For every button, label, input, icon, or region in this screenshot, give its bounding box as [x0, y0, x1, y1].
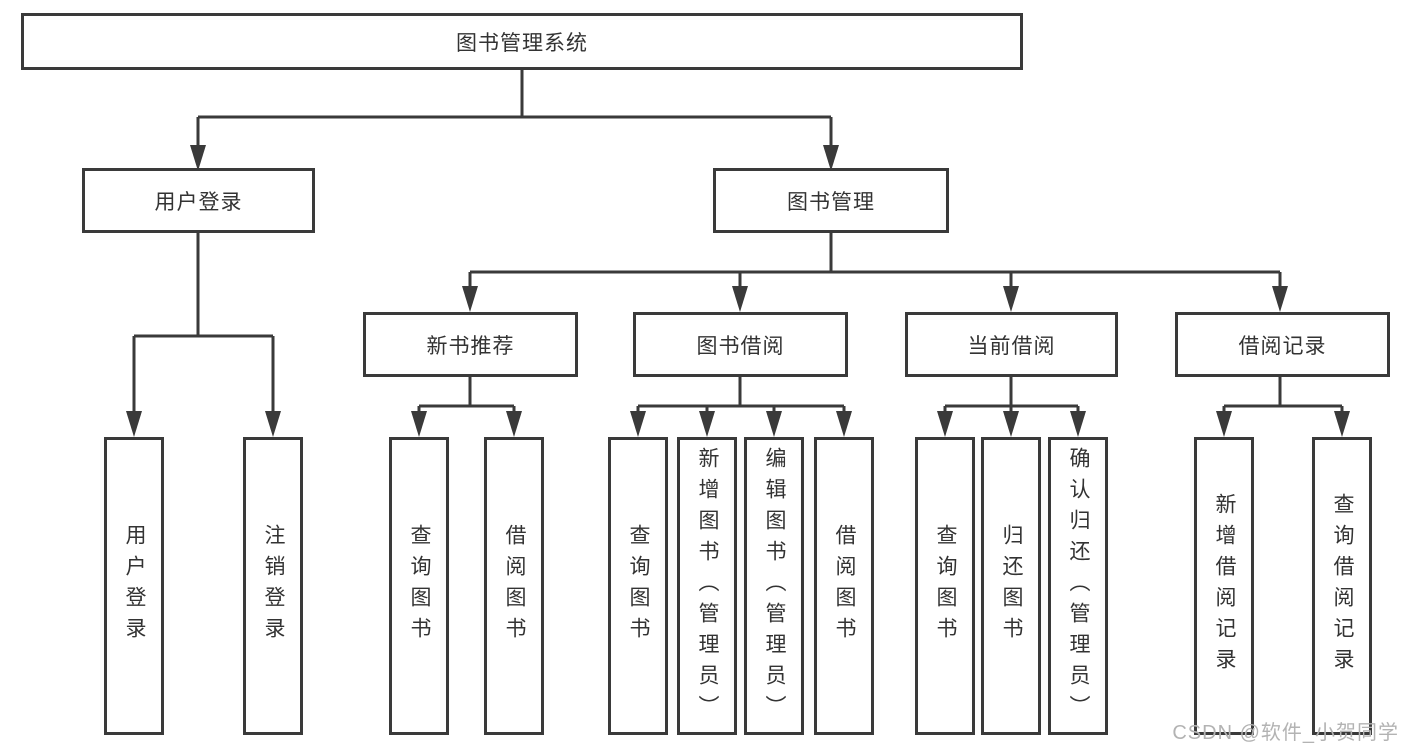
node-label: 查询借阅记录: [1331, 493, 1354, 679]
node-new-book-recommendation: 新书推荐: [363, 312, 578, 377]
node-borrow-books: 借阅图书: [484, 437, 544, 735]
node-query-books-2: 查询图书: [608, 437, 668, 735]
node-label: 查询图书: [408, 524, 431, 648]
node-return-books: 归还图书: [981, 437, 1041, 735]
node-book-borrowing: 图书借阅: [633, 312, 848, 377]
node-query-borrow-record: 查询借阅记录: [1312, 437, 1372, 735]
node-label: 归还图书: [1000, 524, 1023, 648]
node-label: 借阅图书: [833, 524, 856, 648]
node-label: 新增借阅记录: [1213, 493, 1236, 679]
node-logout: 注销登录: [243, 437, 303, 735]
node-query-books: 查询图书: [389, 437, 449, 735]
node-current-borrowing: 当前借阅: [905, 312, 1118, 377]
connector-current-borrowing-to-children: [937, 377, 1086, 437]
connector-book-borrowing-to-children: [630, 377, 852, 437]
connector-root-to-level2: [190, 70, 839, 171]
node-label: 借阅图书: [503, 524, 526, 648]
node-label: 图书管理: [787, 190, 875, 214]
node-label: 确认归还（管理员）: [1067, 446, 1090, 726]
node-label: 借阅记录: [1238, 334, 1327, 358]
connector-user-login-to-children: [126, 233, 281, 437]
node-library-management-system: 图书管理系统: [21, 13, 1023, 70]
node-book-management: 图书管理: [713, 168, 949, 233]
node-edit-books-admin: 编辑图书（管理员）: [744, 437, 804, 735]
node-user-login: 用户登录: [82, 168, 315, 233]
node-label: 查询图书: [627, 524, 650, 648]
node-label: 新增图书（管理员）: [696, 446, 719, 726]
node-label: 注销登录: [262, 524, 285, 648]
node-label: 新书推荐: [426, 334, 515, 358]
node-user-login-action: 用户登录: [104, 437, 164, 735]
node-label: 用户登录: [154, 190, 243, 214]
node-borrowing-records: 借阅记录: [1175, 312, 1390, 377]
connector-borrowing-records-to-children: [1216, 377, 1350, 437]
node-label: 查询图书: [934, 524, 957, 648]
node-label: 用户登录: [123, 524, 146, 648]
node-add-borrow-record: 新增借阅记录: [1194, 437, 1254, 735]
node-confirm-return-admin: 确认归还（管理员）: [1048, 437, 1108, 735]
connector-new-book-recommendation-to-children: [411, 377, 522, 437]
node-borrow-books-2: 借阅图书: [814, 437, 874, 735]
node-query-books-3: 查询图书: [915, 437, 975, 735]
node-label: 图书管理系统: [456, 31, 588, 55]
csdn-watermark: CSDN @软件_小贺同学: [1172, 722, 1399, 744]
node-label: 图书借阅: [696, 334, 785, 358]
node-label: 当前借阅: [967, 334, 1056, 358]
node-label: 编辑图书（管理员）: [763, 446, 786, 726]
node-add-books-admin: 新增图书（管理员）: [677, 437, 737, 735]
connector-book-management-to-level3: [462, 233, 1288, 312]
